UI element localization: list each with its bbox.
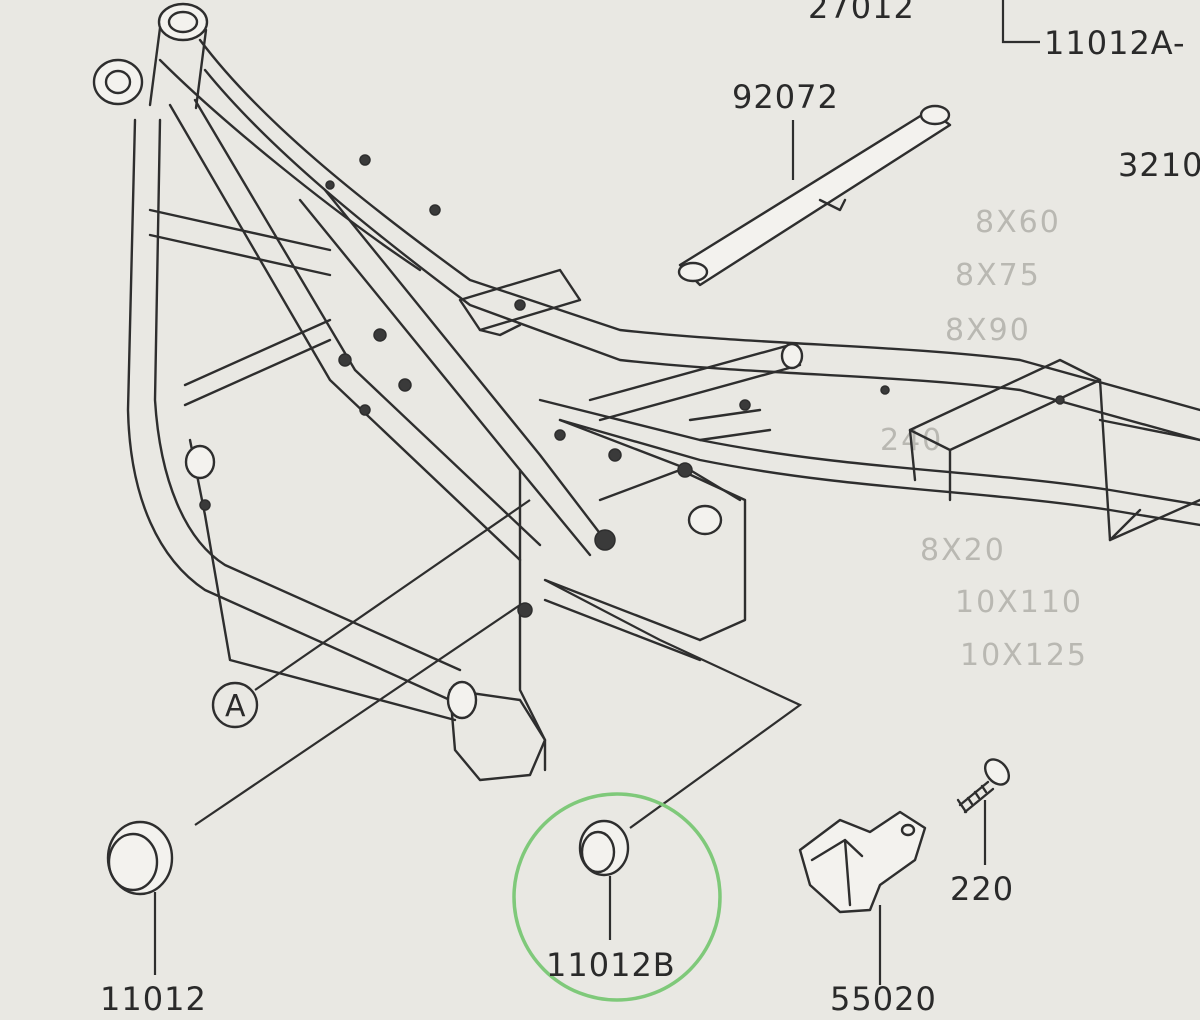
lower-engine-mount — [448, 688, 547, 782]
lower-rear-rail — [538, 398, 1200, 507]
part-11012-plug — [106, 820, 174, 896]
part-55020-bracket — [798, 810, 927, 914]
bleed-text-row-2: 8X75 — [955, 258, 1041, 293]
mount-bosses — [199, 154, 1065, 618]
highlight-ring-11012B — [512, 792, 722, 1002]
motorcycle-frame — [92, 2, 1200, 782]
front-downtube-inner — [153, 118, 462, 672]
leader-11012-to-frame — [194, 604, 521, 826]
label-3210-cropped: 3210 — [1118, 146, 1200, 184]
label-11012A-cropped: 11012A- — [1044, 24, 1186, 62]
center-bracket — [458, 268, 582, 332]
label-27012-cropped: 27012 — [808, 0, 915, 26]
label-11012B: 11012B — [546, 946, 676, 984]
part-11012B-plug — [578, 819, 630, 877]
part-92072-strap — [677, 104, 952, 287]
top-rail-left — [198, 38, 1200, 412]
steering-head-lower — [92, 58, 144, 106]
bleed-text-row-5: 8X20 — [920, 533, 1006, 568]
bleed-text-row-1: 8X60 — [975, 205, 1061, 240]
swingarm-pivot-plate-left — [518, 468, 547, 772]
leader-reference-A — [254, 499, 531, 691]
front-downtube-outer — [126, 118, 452, 702]
cross-member-middle — [183, 318, 332, 407]
reference-marker-letter: A — [225, 689, 246, 724]
bracket-11012A — [1001, 0, 1040, 44]
diagonal-tube-2 — [298, 198, 592, 557]
top-rail-right — [203, 68, 1200, 442]
leader-11012B-to-frame — [544, 579, 803, 829]
pivot-hole — [687, 504, 723, 536]
part-220-bolt — [956, 758, 1011, 814]
label-11012: 11012 — [100, 980, 207, 1018]
swingarm-pivot-plate-right — [598, 468, 747, 642]
cross-member-upper — [148, 208, 332, 277]
label-92072: 92072 — [732, 78, 839, 116]
bleed-text-row-7: 10X125 — [960, 638, 1088, 673]
label-55020: 55020 — [830, 980, 937, 1018]
rear-cross-tube — [588, 343, 802, 422]
label-220: 220 — [950, 870, 1014, 908]
reference-marker-circle — [211, 681, 259, 729]
bleed-text-row-3: 8X90 — [945, 313, 1031, 348]
bleed-text-row-6: 10X110 — [955, 585, 1083, 620]
diagonal-tube-1 — [168, 103, 522, 562]
steering-head-top — [157, 2, 209, 42]
